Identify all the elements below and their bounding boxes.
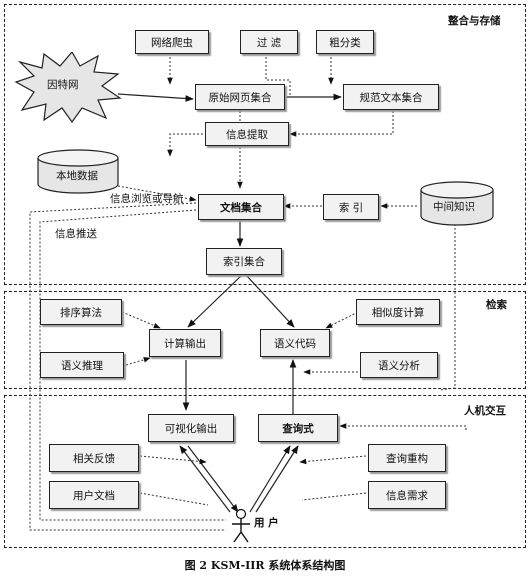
interaction-label: 人机交互 [464,405,506,417]
visual-output-box: 可视化输出 [148,414,234,442]
user-document-box: 用户文档 [49,481,139,509]
query-reconstruction-box: 查询重构 [368,444,446,472]
normalized-text-box: 规范文本集合 [343,84,439,110]
info-need-box: 信息需求 [368,481,446,509]
internet-cloud-shape [14,52,122,124]
index-set-box: 索引集合 [206,248,282,275]
semantic-reasoning-box: 语义推理 [40,352,124,378]
retrieval-section [4,291,526,389]
user-icon [232,508,250,543]
query-expression-box: 查询式 [258,414,338,442]
integration-storage-section [4,4,526,285]
filter-box: 过 滤 [240,30,298,54]
similarity-calc-box: 相似度计算 [356,299,440,325]
index-box: 索 引 [323,194,379,220]
intermediate-knowledge-node: 中间知识 [433,201,475,213]
info-push-label: 信息推送 [55,228,97,240]
browse-navigation-label: 信息浏览或导航 [110,193,184,205]
semantic-analysis-box: 语义分析 [360,352,438,378]
info-extraction-box: 信息提取 [205,122,289,146]
compute-output-box: 计算输出 [149,329,221,357]
local-data-cylinder [37,149,119,194]
ranking-algorithm-box: 排序算法 [40,299,122,325]
local-data-node: 本地数据 [56,170,98,182]
user-label: 用 户 [254,517,279,529]
classification-box: 粗分类 [316,30,374,54]
relevance-feedback-box: 相关反馈 [49,444,139,472]
retrieval-label: 检索 [486,299,507,311]
raw-pages-box: 原始网页集合 [195,84,285,110]
integration-storage-label: 整合与存储 [448,15,501,27]
web-crawler-box: 网络爬虫 [135,30,209,54]
figure-caption: 图 2 KSM-IIR 系统体系结构图 [184,559,346,572]
intermediate-knowledge-cylinder [420,181,494,226]
semantic-code-box: 语义代码 [260,329,330,357]
interaction-section [4,395,526,548]
internet-node: 因特网 [47,79,79,91]
document-set-box: 文档集合 [198,194,284,220]
